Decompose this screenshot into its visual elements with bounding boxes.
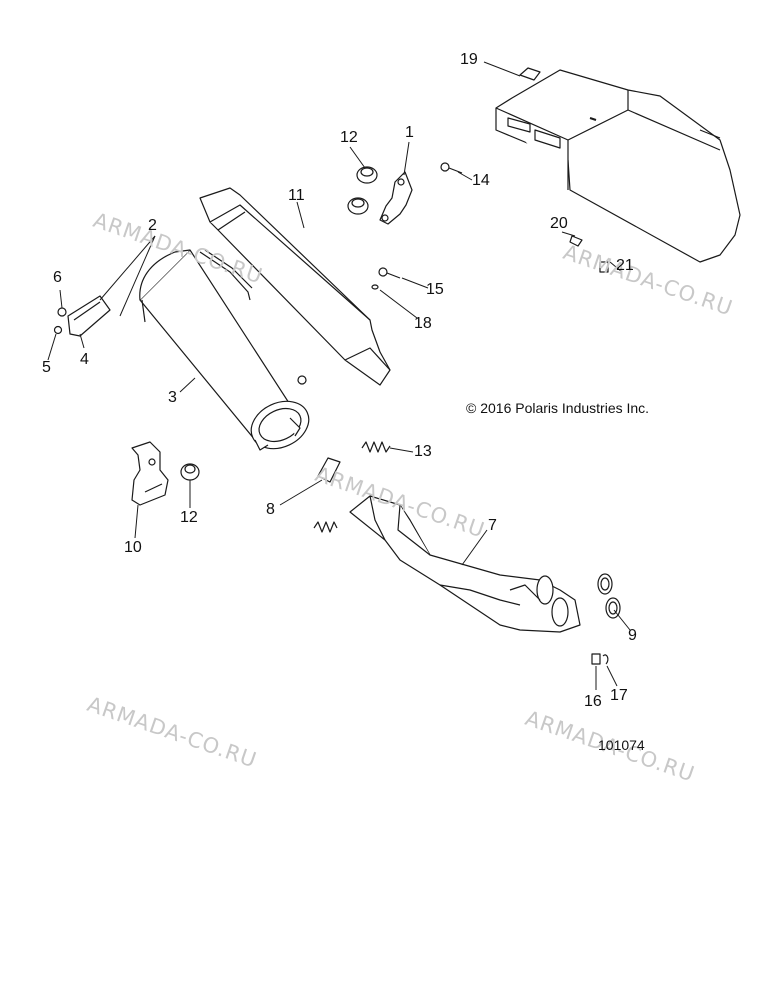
part-9-gasket (597, 573, 621, 619)
part-10-bracket (131, 441, 169, 506)
label-part-12-lower: 12 (180, 509, 198, 526)
part-12-grommet-upper (356, 166, 378, 184)
label-part-7: 7 (488, 517, 497, 534)
part-1-bracket (379, 171, 413, 225)
part-4-bracket (67, 295, 111, 337)
label-part-5: 5 (42, 359, 51, 376)
part-16-nut (591, 653, 601, 665)
part-13-spring (361, 441, 391, 453)
part-18-washer (371, 284, 379, 290)
label-part-20: 20 (550, 215, 568, 232)
part-11-heat-shield (199, 187, 391, 386)
part-12-grommet-upper-2 (347, 197, 369, 215)
label-part-10: 10 (124, 539, 142, 556)
part-19-heat-shield (495, 67, 741, 263)
label-part-2: 2 (148, 217, 157, 234)
part-17-clip (602, 654, 609, 665)
part-14-bolt (440, 162, 463, 174)
copyright-notice: © 2016 Polaris Industries Inc. (466, 400, 650, 416)
part-7-head-pipe (349, 495, 581, 633)
label-part-3: 3 (168, 389, 177, 406)
label-part-4: 4 (80, 351, 89, 368)
label-part-19: 19 (460, 51, 478, 68)
label-part-9: 9 (628, 627, 637, 644)
part-3-muffler (139, 249, 310, 451)
label-part-15: 15 (426, 281, 444, 298)
label-part-18: 18 (414, 315, 432, 332)
part-6-bolt (57, 307, 67, 317)
part-8-gasket (317, 457, 341, 483)
label-part-14: 14 (472, 172, 490, 189)
label-part-12-upper: 12 (340, 129, 358, 146)
diagram-number: 101074 (598, 737, 645, 753)
label-part-16: 16 (584, 693, 602, 710)
leader-lines (47, 61, 631, 690)
label-part-17: 17 (610, 687, 628, 704)
part-20-clip (569, 235, 583, 247)
label-part-8: 8 (266, 501, 275, 518)
spring-unlabeled (313, 521, 338, 533)
part-12-grommet-lower (180, 463, 200, 481)
label-part-11: 11 (288, 187, 305, 204)
part-21-fastener (599, 261, 609, 273)
label-part-6: 6 (53, 269, 62, 286)
label-part-21: 21 (616, 257, 634, 274)
label-part-13: 13 (414, 443, 432, 460)
part-15-bolt (378, 267, 401, 279)
label-part-1: 1 (405, 124, 414, 141)
part-5-nut (53, 325, 63, 335)
